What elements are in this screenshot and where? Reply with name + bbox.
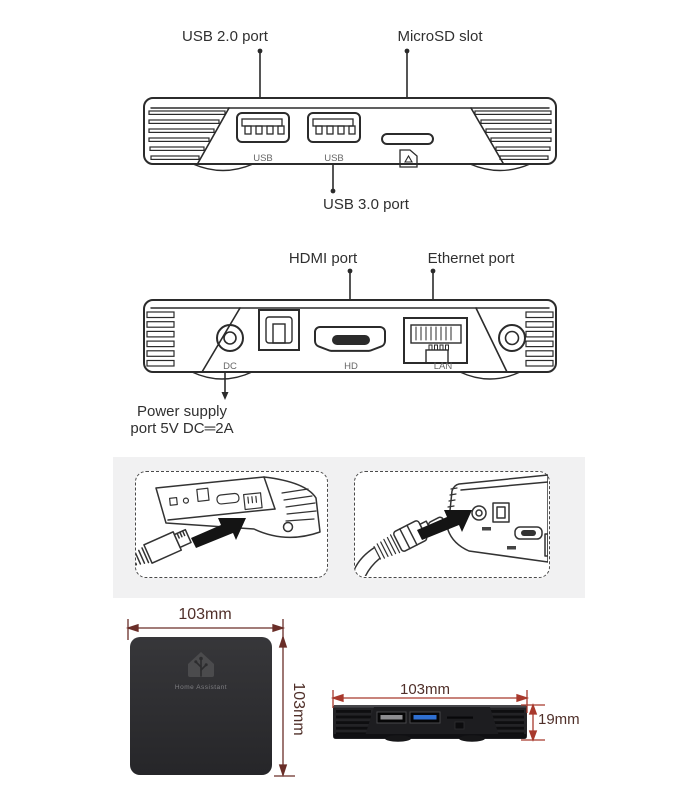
topview-photo <box>130 637 272 775</box>
usb3-port-drawing <box>307 112 361 143</box>
insert-arrow-icon <box>417 510 472 540</box>
sideview-photo <box>333 705 527 742</box>
sideview-width-dim: 103mm <box>399 681 451 698</box>
power-install-photo <box>354 471 550 578</box>
dc-port-label: DC <box>223 361 237 372</box>
sideview-height-dim: 19mm <box>538 711 580 728</box>
sideview-usb3-port <box>409 711 441 724</box>
hd-port-label: HD <box>344 361 358 372</box>
microsd-slot-label: MicroSD slot <box>397 28 483 45</box>
microsd-slot-drawing <box>381 133 434 168</box>
usb2-port-label: USB 2.0 port <box>182 28 268 45</box>
back-left-vents <box>146 311 175 367</box>
sideview-left-fins <box>336 710 371 736</box>
ethernet-port-label: Ethernet port <box>427 250 515 267</box>
hdmi-port-drawing <box>314 326 386 352</box>
dimensions-drawing <box>125 619 545 778</box>
sideview-dimension-lines <box>330 690 545 742</box>
usb-left-port-label: USB <box>253 153 273 164</box>
power-supply-label-line1: Power supply <box>136 403 228 420</box>
home-assistant-logo-icon <box>188 652 214 677</box>
sideview-sd-slot <box>447 716 473 719</box>
front-left-vents <box>148 110 226 161</box>
front-right-vents <box>474 110 552 161</box>
ethernet-install-drawing <box>136 476 321 576</box>
home-assistant-logo-text: Home Assistant <box>174 684 228 691</box>
front-view-diagram: USB USB <box>143 48 557 194</box>
insert-arrow-icon <box>191 518 246 548</box>
power-supply-label-line2: port 5V DC═2A <box>130 420 234 437</box>
usb3-port-label: USB 3.0 port <box>323 196 409 213</box>
power-supply-label: Power supply port 5V DC═2A <box>105 403 259 437</box>
topview-width-dim: 103mm <box>178 606 232 623</box>
power-install-drawing <box>355 474 548 576</box>
screw-hole-drawing <box>498 324 526 352</box>
dc-jack-drawing <box>216 324 244 352</box>
back-right-vents <box>525 311 554 367</box>
front-device-outline <box>143 97 557 172</box>
optical-port-drawing <box>258 309 300 351</box>
topview-dimension-lines <box>125 619 295 778</box>
ethernet-install-photo <box>135 471 328 578</box>
usb-right-port-label: USB <box>324 153 344 164</box>
usb2-port-drawing <box>236 112 290 143</box>
sideview-right-fins <box>489 710 524 736</box>
back-view-diagram: DC HD LAN <box>143 268 557 400</box>
lan-port-label: LAN <box>434 361 453 372</box>
sideview-usb2-port <box>376 711 407 724</box>
hdmi-port-label: HDMI port <box>288 250 358 267</box>
lan-port-drawing <box>403 317 468 364</box>
